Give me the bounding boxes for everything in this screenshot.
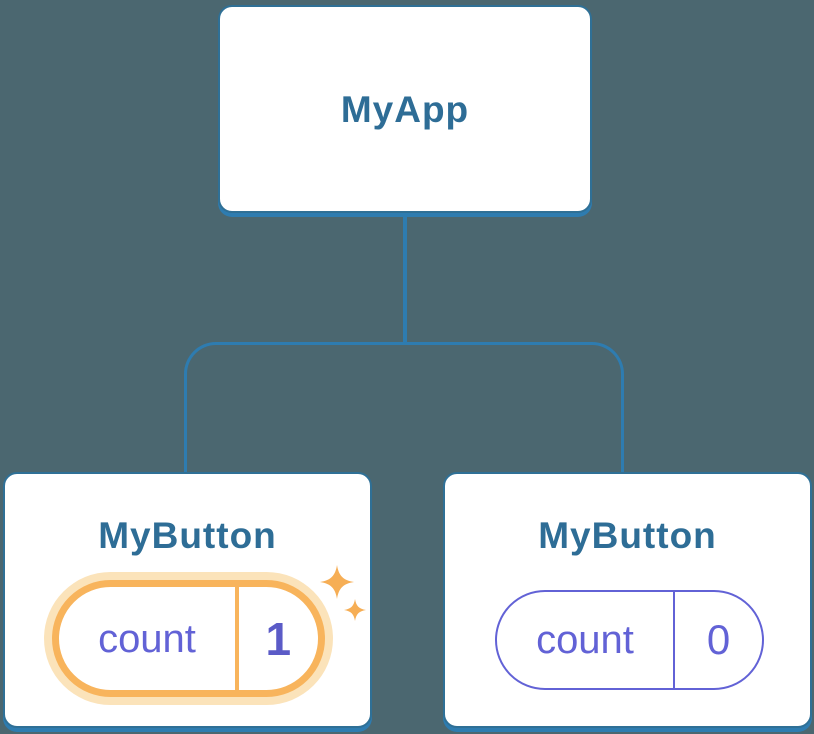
node-mybutton-updated: MyButton count 1 <box>3 472 372 728</box>
node-mybutton-title: MyButton <box>538 515 717 556</box>
state-divider <box>235 587 239 690</box>
state-value-cell: 1 <box>239 587 319 690</box>
state-value: 0 <box>706 616 731 663</box>
node-myapp-title: MyApp <box>340 88 470 130</box>
state-name-label: count <box>98 616 196 661</box>
state-pill: count 0 <box>495 590 764 690</box>
state-pill-highlighted: count 1 <box>52 580 325 697</box>
state-value-cell: 0 <box>675 592 762 688</box>
connector-branch-line <box>184 342 624 472</box>
state-name-cell: count <box>59 587 235 690</box>
state-value: 1 <box>265 612 292 665</box>
state-name-cell: count <box>497 592 673 688</box>
sparkle-icon <box>320 565 367 622</box>
state-divider <box>673 592 675 688</box>
connector-stem-line <box>403 213 407 344</box>
node-mybutton: MyButton count 0 <box>443 472 812 728</box>
node-myapp: MyApp <box>218 5 592 213</box>
state-name-label: count <box>536 618 634 662</box>
node-mybutton-updated-title: MyButton <box>98 515 277 556</box>
